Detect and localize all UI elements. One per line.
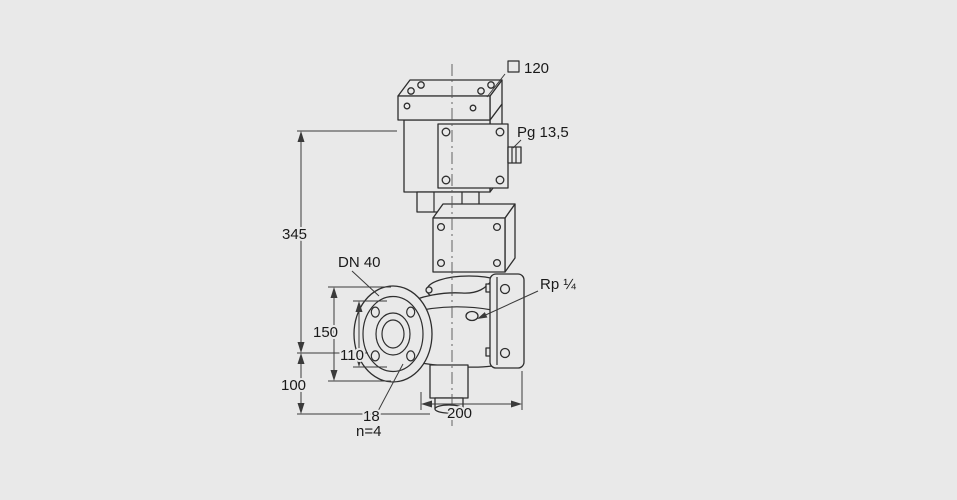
label-rp: Rp ¼ xyxy=(477,274,578,319)
actuator-housing xyxy=(432,203,516,273)
rp-tapping-boss xyxy=(465,310,479,322)
square-symbol-icon xyxy=(507,60,520,73)
screw-icon xyxy=(492,222,502,232)
screw-icon xyxy=(403,102,411,110)
dim-150-label: 150 xyxy=(313,324,338,341)
screw-icon xyxy=(469,104,477,112)
screw-icon xyxy=(441,175,451,185)
bolt-hole xyxy=(499,283,511,295)
bolt-icon xyxy=(425,286,433,294)
dim-110-label: 110 xyxy=(340,347,364,364)
nominal-size-label: DN 40 xyxy=(338,254,381,271)
dim-345-label: 345 xyxy=(282,226,307,243)
tapping-label: Rp ¼ xyxy=(540,276,576,293)
screw-icon xyxy=(487,81,495,89)
dim-100-label: 100 xyxy=(281,377,306,394)
bolt-hole xyxy=(370,306,380,318)
dim-200: 200 xyxy=(420,371,523,424)
dim-150: 150 xyxy=(311,286,391,382)
screw-icon xyxy=(436,222,446,232)
label-bolt-holes: 18 n=4 xyxy=(354,363,404,442)
screw-icon xyxy=(495,127,505,137)
screw-icon xyxy=(477,87,485,95)
dim-100: 100 xyxy=(279,353,430,415)
cable-gland-label: Pg 13,5 xyxy=(517,124,569,141)
dim-110: 110 xyxy=(338,300,387,368)
bolt-hole xyxy=(499,347,511,359)
bolt-hole xyxy=(370,350,380,362)
label-dn40: DN 40 xyxy=(336,252,383,297)
hole-diameter-label: 18 xyxy=(363,408,380,425)
screw-icon xyxy=(417,81,425,89)
hole-count-label: n=4 xyxy=(356,423,381,440)
motor-cap xyxy=(397,79,503,121)
screw-icon xyxy=(407,87,415,95)
terminal-box xyxy=(437,123,509,189)
bolt-hole xyxy=(406,306,416,318)
dim-200-label: 200 xyxy=(447,405,472,422)
label-square-120: 120 xyxy=(486,58,551,98)
screw-icon xyxy=(436,258,446,268)
dim-345: 345 xyxy=(280,130,397,354)
screw-icon xyxy=(441,127,451,137)
square-size-label: 120 xyxy=(524,60,549,77)
screw-icon xyxy=(492,258,502,268)
bolt-hole xyxy=(406,350,416,362)
right-flange xyxy=(485,273,525,369)
left-flange xyxy=(353,285,433,383)
cable-gland xyxy=(507,146,522,164)
screw-icon xyxy=(495,175,505,185)
label-pg: Pg 13,5 xyxy=(512,122,571,149)
